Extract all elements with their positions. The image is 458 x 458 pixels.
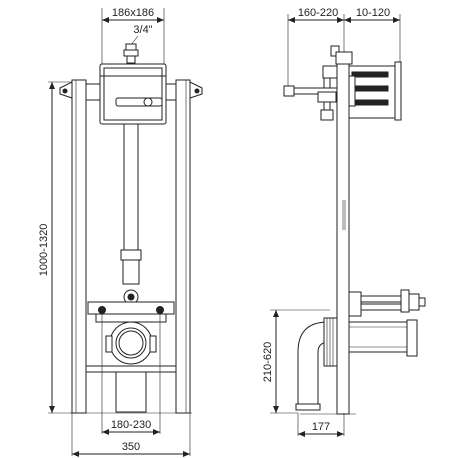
dim-height: 1000-1320	[38, 81, 72, 414]
side-wall-bracket	[283, 85, 338, 103]
dim-inlet-label: 3/4"	[133, 24, 152, 36]
side-upper-connector	[348, 289, 426, 317]
dim-connector-spacing-label: 180-230	[111, 419, 151, 431]
dim-frame-width: 350	[71, 413, 191, 457]
dim-depth-top: 160-220	[287, 7, 345, 94]
side-waste-pipe	[348, 319, 418, 357]
waste-outlet	[105, 321, 157, 365]
connector-plate	[87, 301, 175, 323]
dim-inlet: 3/4"	[129, 24, 153, 47]
frame-posts	[71, 79, 191, 414]
front-view: 186x186 3/4"	[38, 7, 203, 457]
inlet-valve	[123, 43, 139, 64]
dim-connector-spacing: 180-230	[101, 314, 161, 435]
side-cistern	[348, 61, 402, 121]
dim-height-label: 1000-1320	[38, 224, 50, 277]
dim-frame-box: 186x186	[101, 7, 165, 66]
cistern	[85, 63, 177, 125]
flush-pipe	[120, 123, 142, 305]
dim-outlet-depth-label: 177	[312, 421, 330, 433]
dim-outlet-depth: 177	[297, 413, 345, 437]
feet	[70, 365, 192, 414]
dim-depth-top-label: 160-220	[298, 7, 338, 19]
dim-outlet-height: 210-620	[262, 309, 330, 414]
wall-brackets	[59, 81, 203, 99]
dim-frame-box-label: 186x186	[112, 7, 154, 19]
dim-wall-offset: 10-120	[344, 7, 401, 62]
side-view: 160-220 10-120	[262, 7, 426, 437]
dim-outlet-height-label: 210-620	[262, 342, 274, 382]
side-elbow	[295, 317, 338, 411]
dim-frame-width-label: 350	[122, 441, 140, 453]
dim-wall-offset-label: 10-120	[356, 7, 390, 19]
